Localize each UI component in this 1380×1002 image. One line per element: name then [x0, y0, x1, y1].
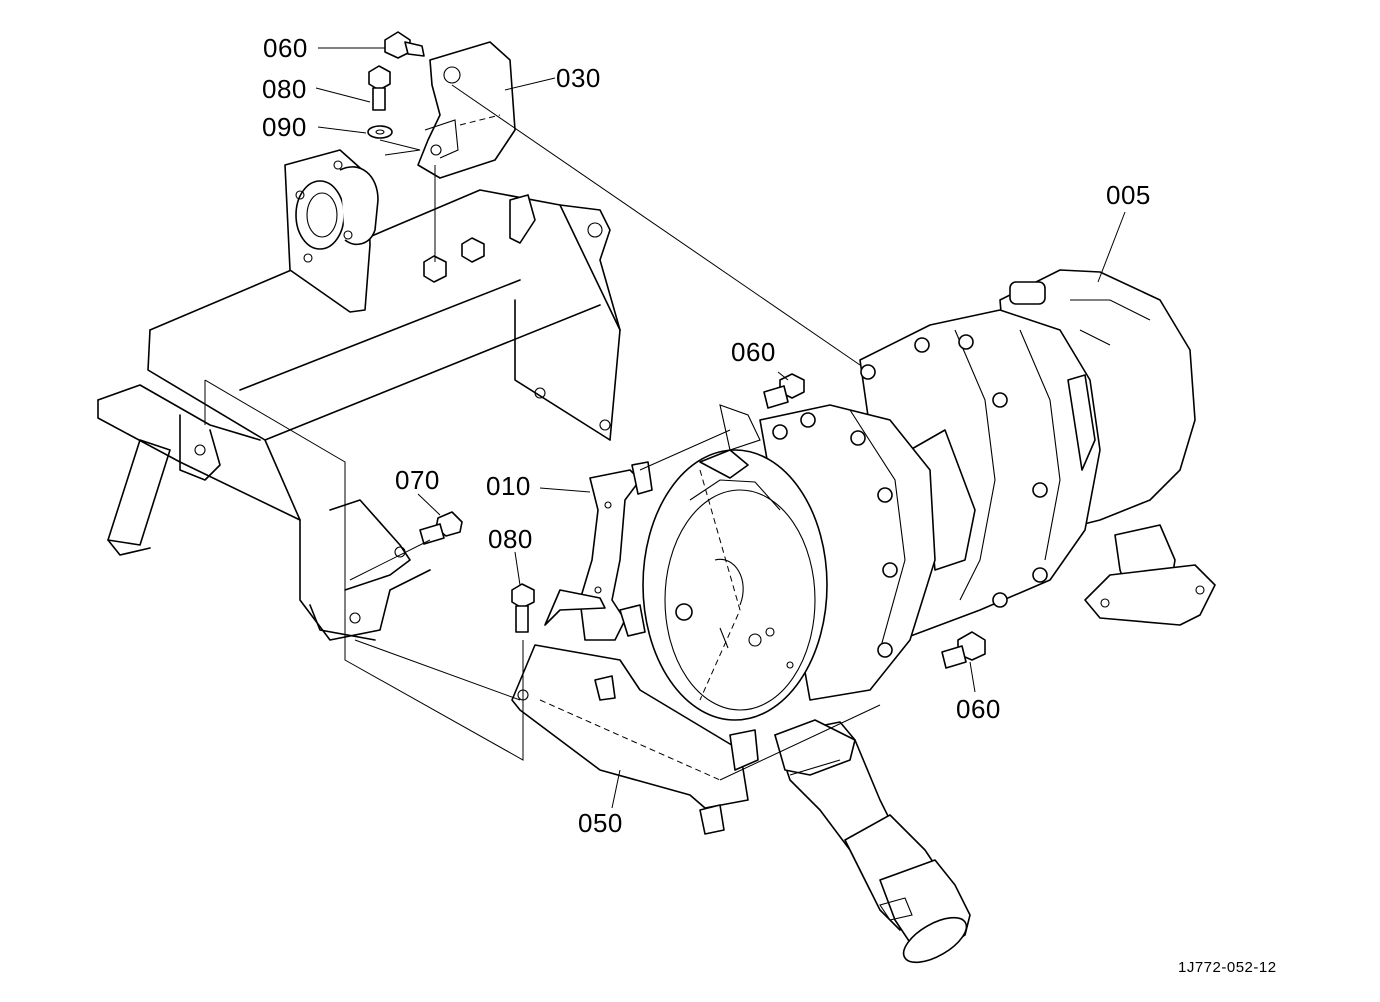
assembly-lines [204, 84, 881, 781]
callout-080-top: 080 [262, 74, 307, 104]
exhaust-flange [284, 149, 379, 313]
bolt-060-mid [763, 373, 805, 409]
callout-070: 070 [395, 465, 440, 495]
bolt-070 [419, 511, 463, 545]
callout-030: 030 [556, 63, 601, 93]
bracket-010 [544, 404, 761, 641]
engine-frame [97, 189, 621, 641]
bracket-050 [511, 644, 759, 835]
nut-pair [423, 237, 485, 283]
bolt-080-mid [511, 583, 535, 633]
callout-080-mid: 080 [488, 524, 533, 554]
dpf-assembly-005 [642, 269, 1216, 964]
callout-050: 050 [578, 808, 623, 838]
callout-090: 090 [262, 112, 307, 142]
bolt-060-bottom [941, 631, 986, 669]
callout-010: 010 [486, 471, 531, 501]
bracket-030 [417, 41, 516, 179]
drawing-number: 1J772-052-12 [1178, 959, 1277, 976]
bolt-060-top [384, 31, 425, 59]
callout-060-top: 060 [263, 33, 308, 63]
frame-clip [509, 194, 536, 244]
flange-bolts [772, 334, 1048, 658]
bolt-080-top [368, 65, 391, 111]
callout-005: 005 [1106, 180, 1151, 210]
leader-lines [315, 47, 1126, 809]
callout-060-mid: 060 [731, 337, 776, 367]
washer-090 [367, 125, 393, 139]
callout-060-bottom: 060 [956, 694, 1001, 724]
